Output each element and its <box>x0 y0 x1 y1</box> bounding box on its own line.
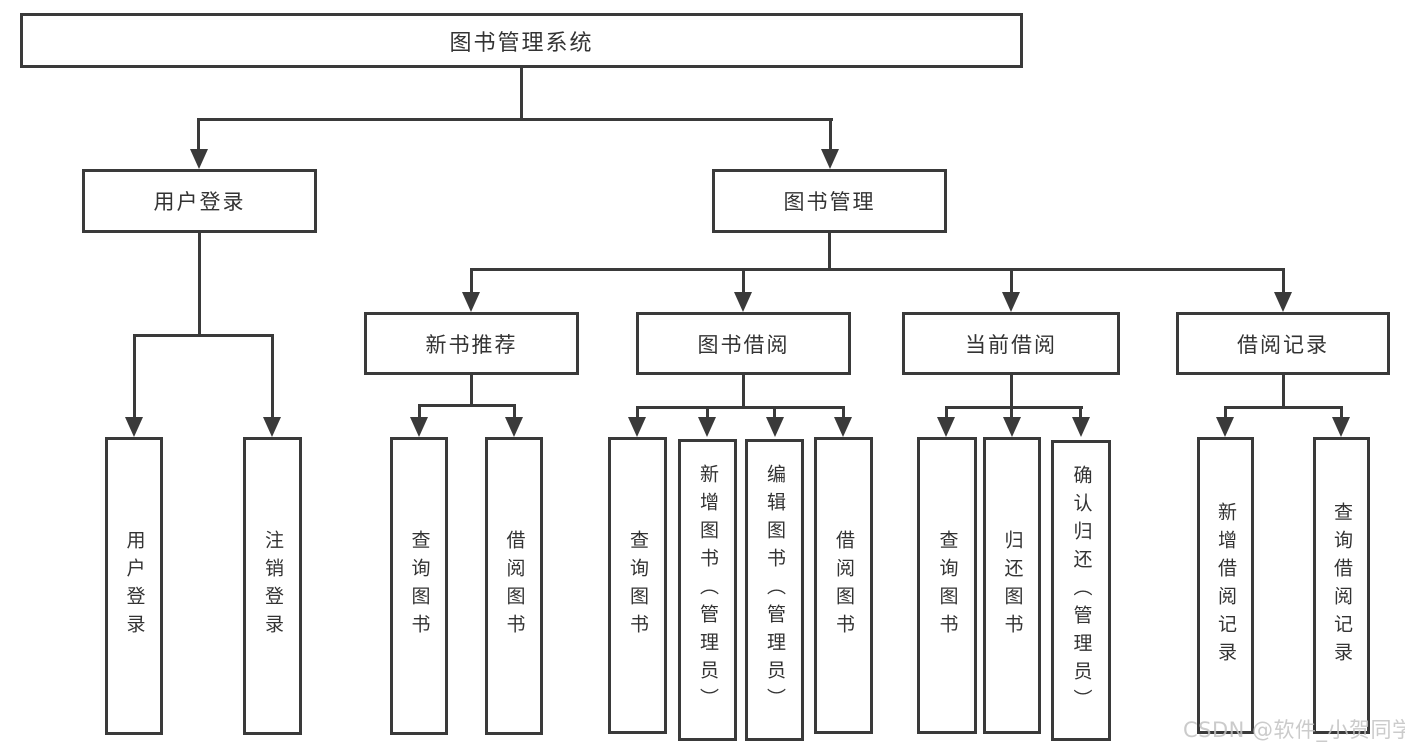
leaf-logout-login: 注销登录 <box>243 437 302 735</box>
connector-stem <box>418 404 421 419</box>
connector-vline <box>520 68 523 120</box>
arrowhead-down-icon <box>1072 417 1090 437</box>
connector-stem <box>773 406 776 419</box>
leaf-label: 归还图书 <box>1001 529 1024 642</box>
connector-stem <box>1340 406 1343 419</box>
leaf-label: 查询图书 <box>627 529 649 642</box>
leaf-borrowing-query-books: 查询图书 <box>608 437 667 734</box>
connector-stem <box>197 118 200 151</box>
leaf-label: 查询图书 <box>408 530 431 642</box>
connector-hline <box>197 118 833 121</box>
connector-stem <box>513 404 516 419</box>
node-user-login: 用户登录 <box>82 169 317 233</box>
connector-hline <box>945 406 1083 409</box>
connector-hline <box>1224 406 1342 409</box>
arrowhead-down-icon <box>1274 292 1292 312</box>
connector-stem <box>1282 268 1285 294</box>
connector-stem <box>829 118 832 151</box>
leaf-current-confirm-return-admin: 确认归还（管理员） <box>1051 440 1111 741</box>
node-book-borrowing: 图书借阅 <box>636 312 851 375</box>
leaf-records-query-record: 查询借阅记录 <box>1313 437 1370 734</box>
arrowhead-down-icon <box>698 417 716 437</box>
connector-vline <box>828 233 831 270</box>
node-library-system: 图书管理系统 <box>20 13 1023 68</box>
arrowhead-down-icon <box>462 292 480 312</box>
connector-stem <box>706 406 709 419</box>
leaf-label: 查询借阅记录 <box>1331 501 1353 670</box>
connector-vline <box>742 375 745 408</box>
connector-stem <box>1010 406 1013 419</box>
connector-stem <box>945 406 948 419</box>
arrowhead-down-icon <box>734 292 752 312</box>
connector-hline <box>470 268 1285 271</box>
arrowhead-down-icon <box>834 417 852 437</box>
leaf-current-query-books: 查询图书 <box>917 437 977 734</box>
connector-vline <box>198 233 201 336</box>
leaf-label: 用户登录 <box>123 530 146 642</box>
connector-hline <box>418 404 516 407</box>
arrowhead-down-icon <box>125 417 143 437</box>
leaf-borrowing-add-books-admin: 新增图书（管理员） <box>678 439 737 741</box>
leaf-label: 新增图书（管理员） <box>697 464 719 716</box>
leaf-user-login: 用户登录 <box>105 437 163 735</box>
arrowhead-down-icon <box>263 417 281 437</box>
connector-stem <box>842 406 845 419</box>
leaf-label: 注销登录 <box>262 530 284 642</box>
node-new-book-recommendation: 新书推荐 <box>364 312 579 375</box>
connector-hline <box>636 406 845 409</box>
leaf-label: 查询图书 <box>936 529 959 642</box>
connector-stem <box>1079 406 1082 419</box>
arrowhead-down-icon <box>1002 292 1020 312</box>
connector-stem <box>470 268 473 294</box>
connector-stem <box>742 268 745 294</box>
leaf-label: 借阅图书 <box>833 529 855 642</box>
arrowhead-down-icon <box>937 417 955 437</box>
node-current-borrowing: 当前借阅 <box>902 312 1120 375</box>
leaf-recommend-borrow-books: 借阅图书 <box>485 437 543 735</box>
arrowhead-down-icon <box>766 417 784 437</box>
leaf-label: 借阅图书 <box>503 530 526 642</box>
connector-stem <box>1224 406 1227 419</box>
leaf-label: 编辑图书（管理员） <box>764 464 786 716</box>
node-book-management: 图书管理 <box>712 169 947 233</box>
arrowhead-down-icon <box>410 417 428 437</box>
connector-stem <box>133 334 136 419</box>
arrowhead-down-icon <box>190 149 208 169</box>
connector-stem <box>636 406 639 419</box>
watermark: CSDN @软件_小贺同学 <box>1183 718 1405 742</box>
leaf-current-return-books: 归还图书 <box>983 437 1041 734</box>
arrowhead-down-icon <box>1332 417 1350 437</box>
arrowhead-down-icon <box>505 417 523 437</box>
arrowhead-down-icon <box>1216 417 1234 437</box>
connector-hline <box>133 334 274 337</box>
arrowhead-down-icon <box>628 417 646 437</box>
connector-stem <box>271 334 274 419</box>
arrowhead-down-icon <box>821 149 839 169</box>
connector-stem <box>1010 268 1013 294</box>
connector-vline <box>1282 375 1285 408</box>
connector-vline <box>470 375 473 406</box>
leaf-label: 确认归还（管理员） <box>1070 464 1093 717</box>
leaf-borrowing-edit-books-admin: 编辑图书（管理员） <box>745 439 804 741</box>
leaf-records-add-record: 新增借阅记录 <box>1197 437 1254 734</box>
connector-vline <box>1010 375 1013 408</box>
leaf-label: 新增借阅记录 <box>1215 501 1237 670</box>
arrowhead-down-icon <box>1003 417 1021 437</box>
node-borrowing-records: 借阅记录 <box>1176 312 1390 375</box>
leaf-recommend-query-books: 查询图书 <box>390 437 448 735</box>
leaf-borrowing-borrow-books: 借阅图书 <box>814 437 873 734</box>
